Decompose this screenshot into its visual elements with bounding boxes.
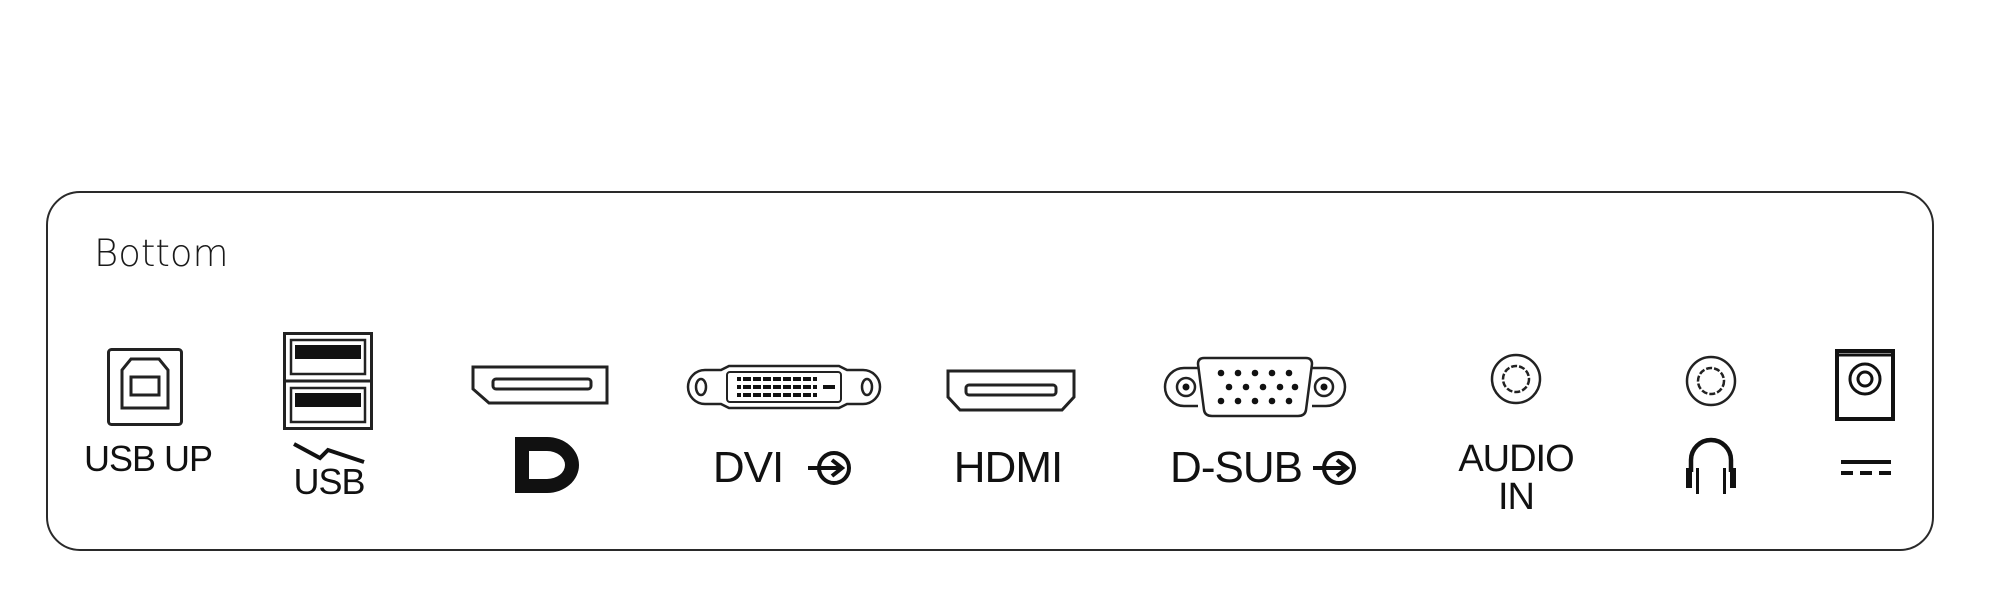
input-arrow-icon xyxy=(808,451,851,485)
d-sub-vga-port-icon xyxy=(1163,356,1347,418)
usb-b-port-icon xyxy=(107,348,183,426)
audio-in-jack-icon xyxy=(1490,353,1542,405)
usb-up-label: USB UP xyxy=(83,438,213,479)
dc-symbol-icon xyxy=(1841,460,1891,475)
audio-in-label-line1: AUDIO xyxy=(1458,438,1574,480)
usb-charging-bolt-icon xyxy=(293,442,365,464)
hdmi-label: HDMI xyxy=(953,443,1063,492)
usb-a-ports-icon xyxy=(283,332,373,430)
d-sub-label: D-SUB xyxy=(1170,443,1303,492)
dc-power-port-icon xyxy=(1835,349,1895,421)
headphone-jack-icon xyxy=(1685,355,1737,407)
bottom-ports-panel xyxy=(46,191,1934,551)
dvi-label: DVI xyxy=(712,443,784,492)
displayport-logo-icon xyxy=(515,437,579,493)
headphone-icon xyxy=(1686,437,1736,494)
displayport-port-icon xyxy=(471,365,609,405)
hdmi-port-icon xyxy=(946,369,1076,412)
usb-label: USB xyxy=(293,461,365,502)
dvi-port-icon xyxy=(686,364,882,410)
audio-in-label-line2: IN xyxy=(1498,476,1535,518)
input-arrow-icon xyxy=(1313,451,1356,485)
panel-title: Bottom xyxy=(94,232,229,275)
